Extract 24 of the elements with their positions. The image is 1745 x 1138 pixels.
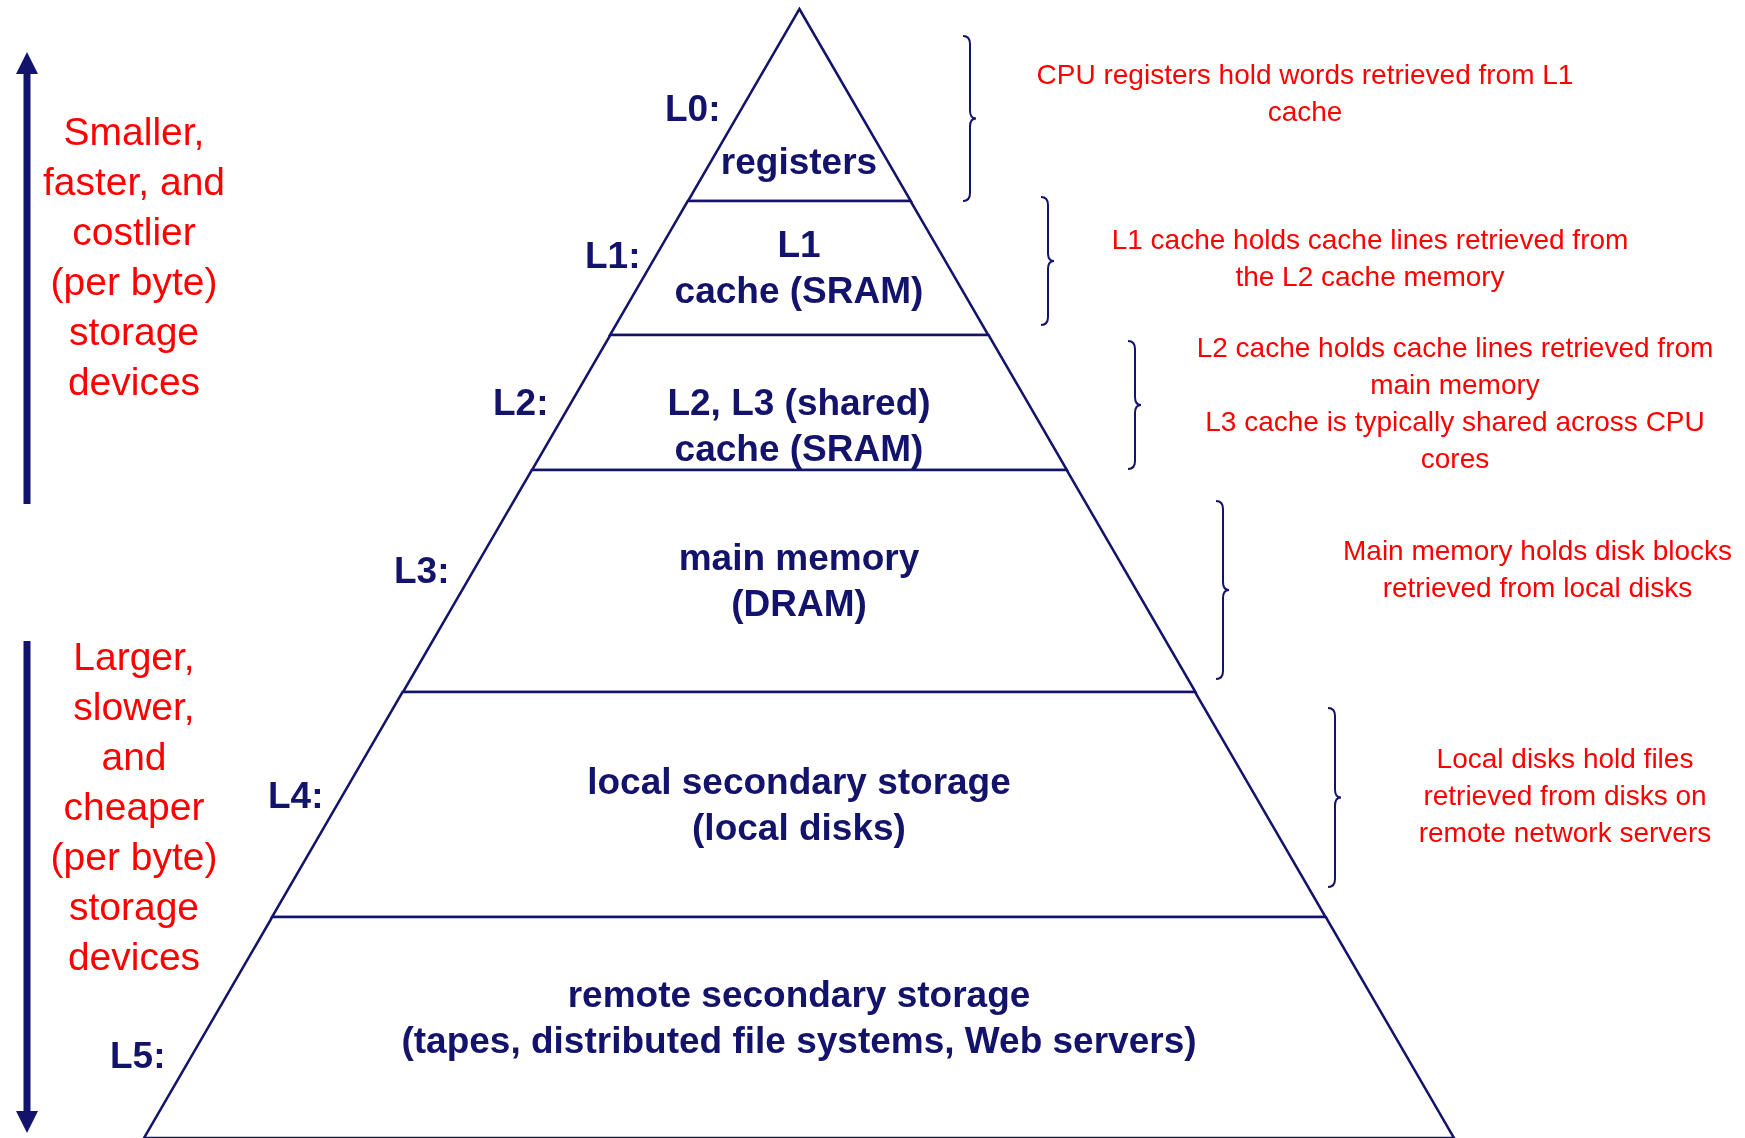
tier-label: remote secondary storage xyxy=(567,972,1031,1017)
level-label: L4: xyxy=(268,775,324,817)
side-note: Larger, slower, and cheaper (per byte) storage devices xyxy=(49,634,219,980)
level-label: L0: xyxy=(665,88,721,130)
tier-label: main memory xyxy=(678,536,920,580)
tier-label: cache (SRAM) xyxy=(674,269,924,313)
tier-label: (local disks) xyxy=(692,805,906,850)
annotation-text: L3 cache is typically shared across CPU cores xyxy=(1204,405,1706,476)
tier-label: L2, L3 (shared) cache (SRAM) xyxy=(666,380,932,471)
tier-label: local secondary storage xyxy=(587,759,1011,804)
annotation-text: L1 cache holds cache lines retrieved from the L2 cache memory xyxy=(1110,223,1630,294)
tier-label: (DRAM) xyxy=(731,582,867,626)
annotation-text: L2 cache holds cache lines retrieved from main memory xyxy=(1195,331,1715,402)
tier-label: (tapes, distributed file systems, Web servers) xyxy=(401,1018,1197,1063)
annotation-text: Local disks hold files retrieved from disks on remote network servers xyxy=(1417,742,1713,850)
level-label: L5: xyxy=(110,1035,166,1077)
level-label: L1: xyxy=(585,235,641,277)
tier-label: L1 xyxy=(777,223,821,267)
level-label: L2: xyxy=(493,382,549,424)
side-note: Smaller, faster, and costlier (per byte) storage devices xyxy=(41,109,227,405)
level-label: L3: xyxy=(394,550,450,592)
annotation-text: CPU registers hold words retrieved from L1 cache xyxy=(1035,58,1575,129)
tier-label: registers xyxy=(720,140,878,184)
annotation-text: Main memory holds disk blocks retrieved from local disks xyxy=(1342,534,1733,605)
